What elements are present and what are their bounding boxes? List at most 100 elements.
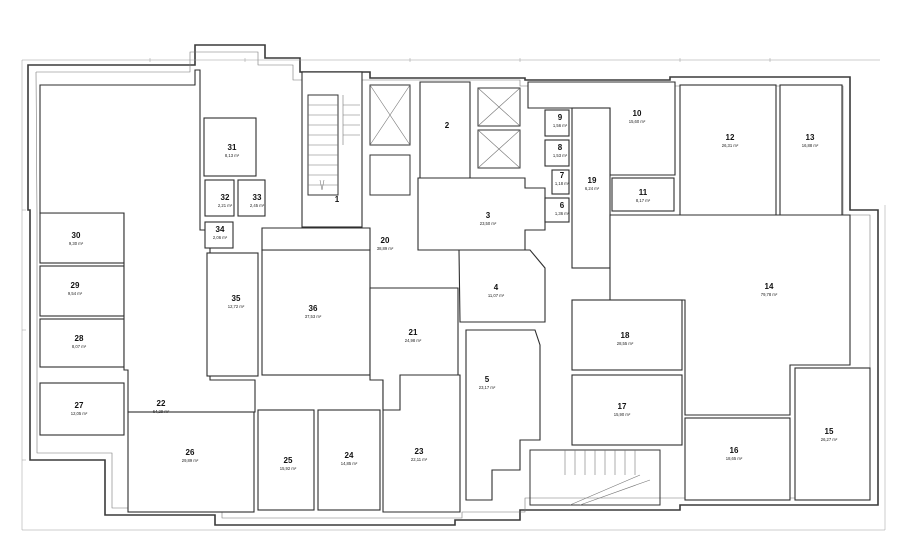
room-number: 17	[618, 402, 627, 411]
room-number: 6	[560, 201, 565, 210]
room-area: 29,89 m²	[182, 458, 199, 463]
room-number: 4	[494, 283, 499, 292]
room-area: 1,36 m²	[555, 211, 570, 216]
room-number: 31	[228, 143, 237, 152]
room-area: 12,72 m²	[228, 304, 245, 309]
room-area: 26,31 m²	[722, 143, 739, 148]
room-number: 28	[75, 334, 84, 343]
room-area: 37,53 m²	[305, 314, 322, 319]
room-area: 8,07 m²	[72, 344, 87, 349]
room-29: 299,54 m²	[68, 281, 83, 296]
room-labels: 12 323,50 m² 411,07 m² 523,17 m² 61,36 m² 71,…	[68, 109, 838, 471]
room-number: 36	[309, 304, 318, 313]
room-area: 1,56 m²	[553, 123, 568, 128]
room-area: 12,05 m²	[71, 411, 88, 416]
room-number: 8	[558, 143, 563, 152]
room-number: 26	[186, 448, 195, 457]
room-number: 18	[621, 331, 630, 340]
room-number: 21	[409, 328, 418, 337]
room-number: 34	[216, 225, 225, 234]
room-area: 1,18 m²	[555, 181, 570, 186]
room-area: 14,85 m²	[341, 461, 358, 466]
room-area: 8,17 m²	[636, 198, 651, 203]
room-4: 411,07 m²	[488, 283, 505, 298]
room-number: 25	[284, 456, 293, 465]
room-number: 19	[588, 176, 597, 185]
room-area: 18,65 m²	[726, 456, 743, 461]
room-number: 32	[221, 193, 230, 202]
room-number: 30	[72, 231, 81, 240]
room-2: 2	[445, 121, 450, 130]
room-area: 38,89 m²	[377, 246, 394, 251]
room-area: 24,98 m²	[405, 338, 422, 343]
room-number: 29	[71, 281, 80, 290]
room-area: 15,90 m²	[614, 412, 631, 417]
room-area: 28,55 m²	[617, 341, 634, 346]
room-19: 196,24 m²	[585, 176, 600, 191]
room-number: 2	[445, 121, 450, 130]
room-9: 91,56 m²	[553, 113, 568, 128]
room-number: 35	[232, 294, 241, 303]
room-number: 15	[825, 427, 834, 436]
room-area: 23,17 m²	[479, 385, 496, 390]
room-area: 26,27 m²	[821, 437, 838, 442]
room-number: 11	[639, 188, 648, 197]
room-area: 23,50 m²	[480, 221, 497, 226]
room-area: 11,07 m²	[488, 293, 505, 298]
room-number: 12	[726, 133, 735, 142]
room-number: 10	[633, 109, 642, 118]
room-33: 332,45 m²	[250, 193, 265, 208]
room-area: 22,11 m²	[411, 457, 428, 462]
room-number: 16	[730, 446, 739, 455]
room-number: 33	[253, 193, 262, 202]
room-6: 61,36 m²	[555, 201, 570, 216]
room-number: 24	[345, 451, 354, 460]
room-area: 8,13 m²	[225, 153, 240, 158]
room-number: 9	[558, 113, 563, 122]
room-area: 64,29 m²	[153, 409, 170, 414]
room-area: 79,78 m²	[761, 292, 778, 297]
stairs-and-shafts	[307, 84, 661, 506]
room-area: 1,53 m²	[553, 153, 568, 158]
room-area: 16,88 m²	[802, 143, 819, 148]
room-number: 13	[806, 133, 815, 142]
room-number: 23	[415, 447, 424, 456]
room-3: 323,50 m²	[480, 211, 497, 226]
room-area: 9,30 m²	[69, 241, 84, 246]
room-32: 322,21 m²	[218, 193, 233, 208]
room-11: 118,17 m²	[636, 188, 651, 203]
room-number: 20	[381, 236, 390, 245]
room-number: 22	[157, 399, 166, 408]
room-number: 5	[485, 375, 490, 384]
room-number: 3	[486, 211, 491, 220]
room-5: 523,17 m²	[479, 375, 496, 390]
room-30: 309,30 m²	[69, 231, 84, 246]
room-area: 2,06 m²	[213, 235, 228, 240]
room-7: 71,18 m²	[555, 171, 570, 186]
room-area: 9,54 m²	[68, 291, 83, 296]
room-31: 318,13 m²	[225, 143, 240, 158]
room-number: 14	[765, 282, 774, 291]
rooms-layer	[39, 69, 871, 513]
room-area: 2,45 m²	[250, 203, 265, 208]
room-area: 2,21 m²	[218, 203, 233, 208]
